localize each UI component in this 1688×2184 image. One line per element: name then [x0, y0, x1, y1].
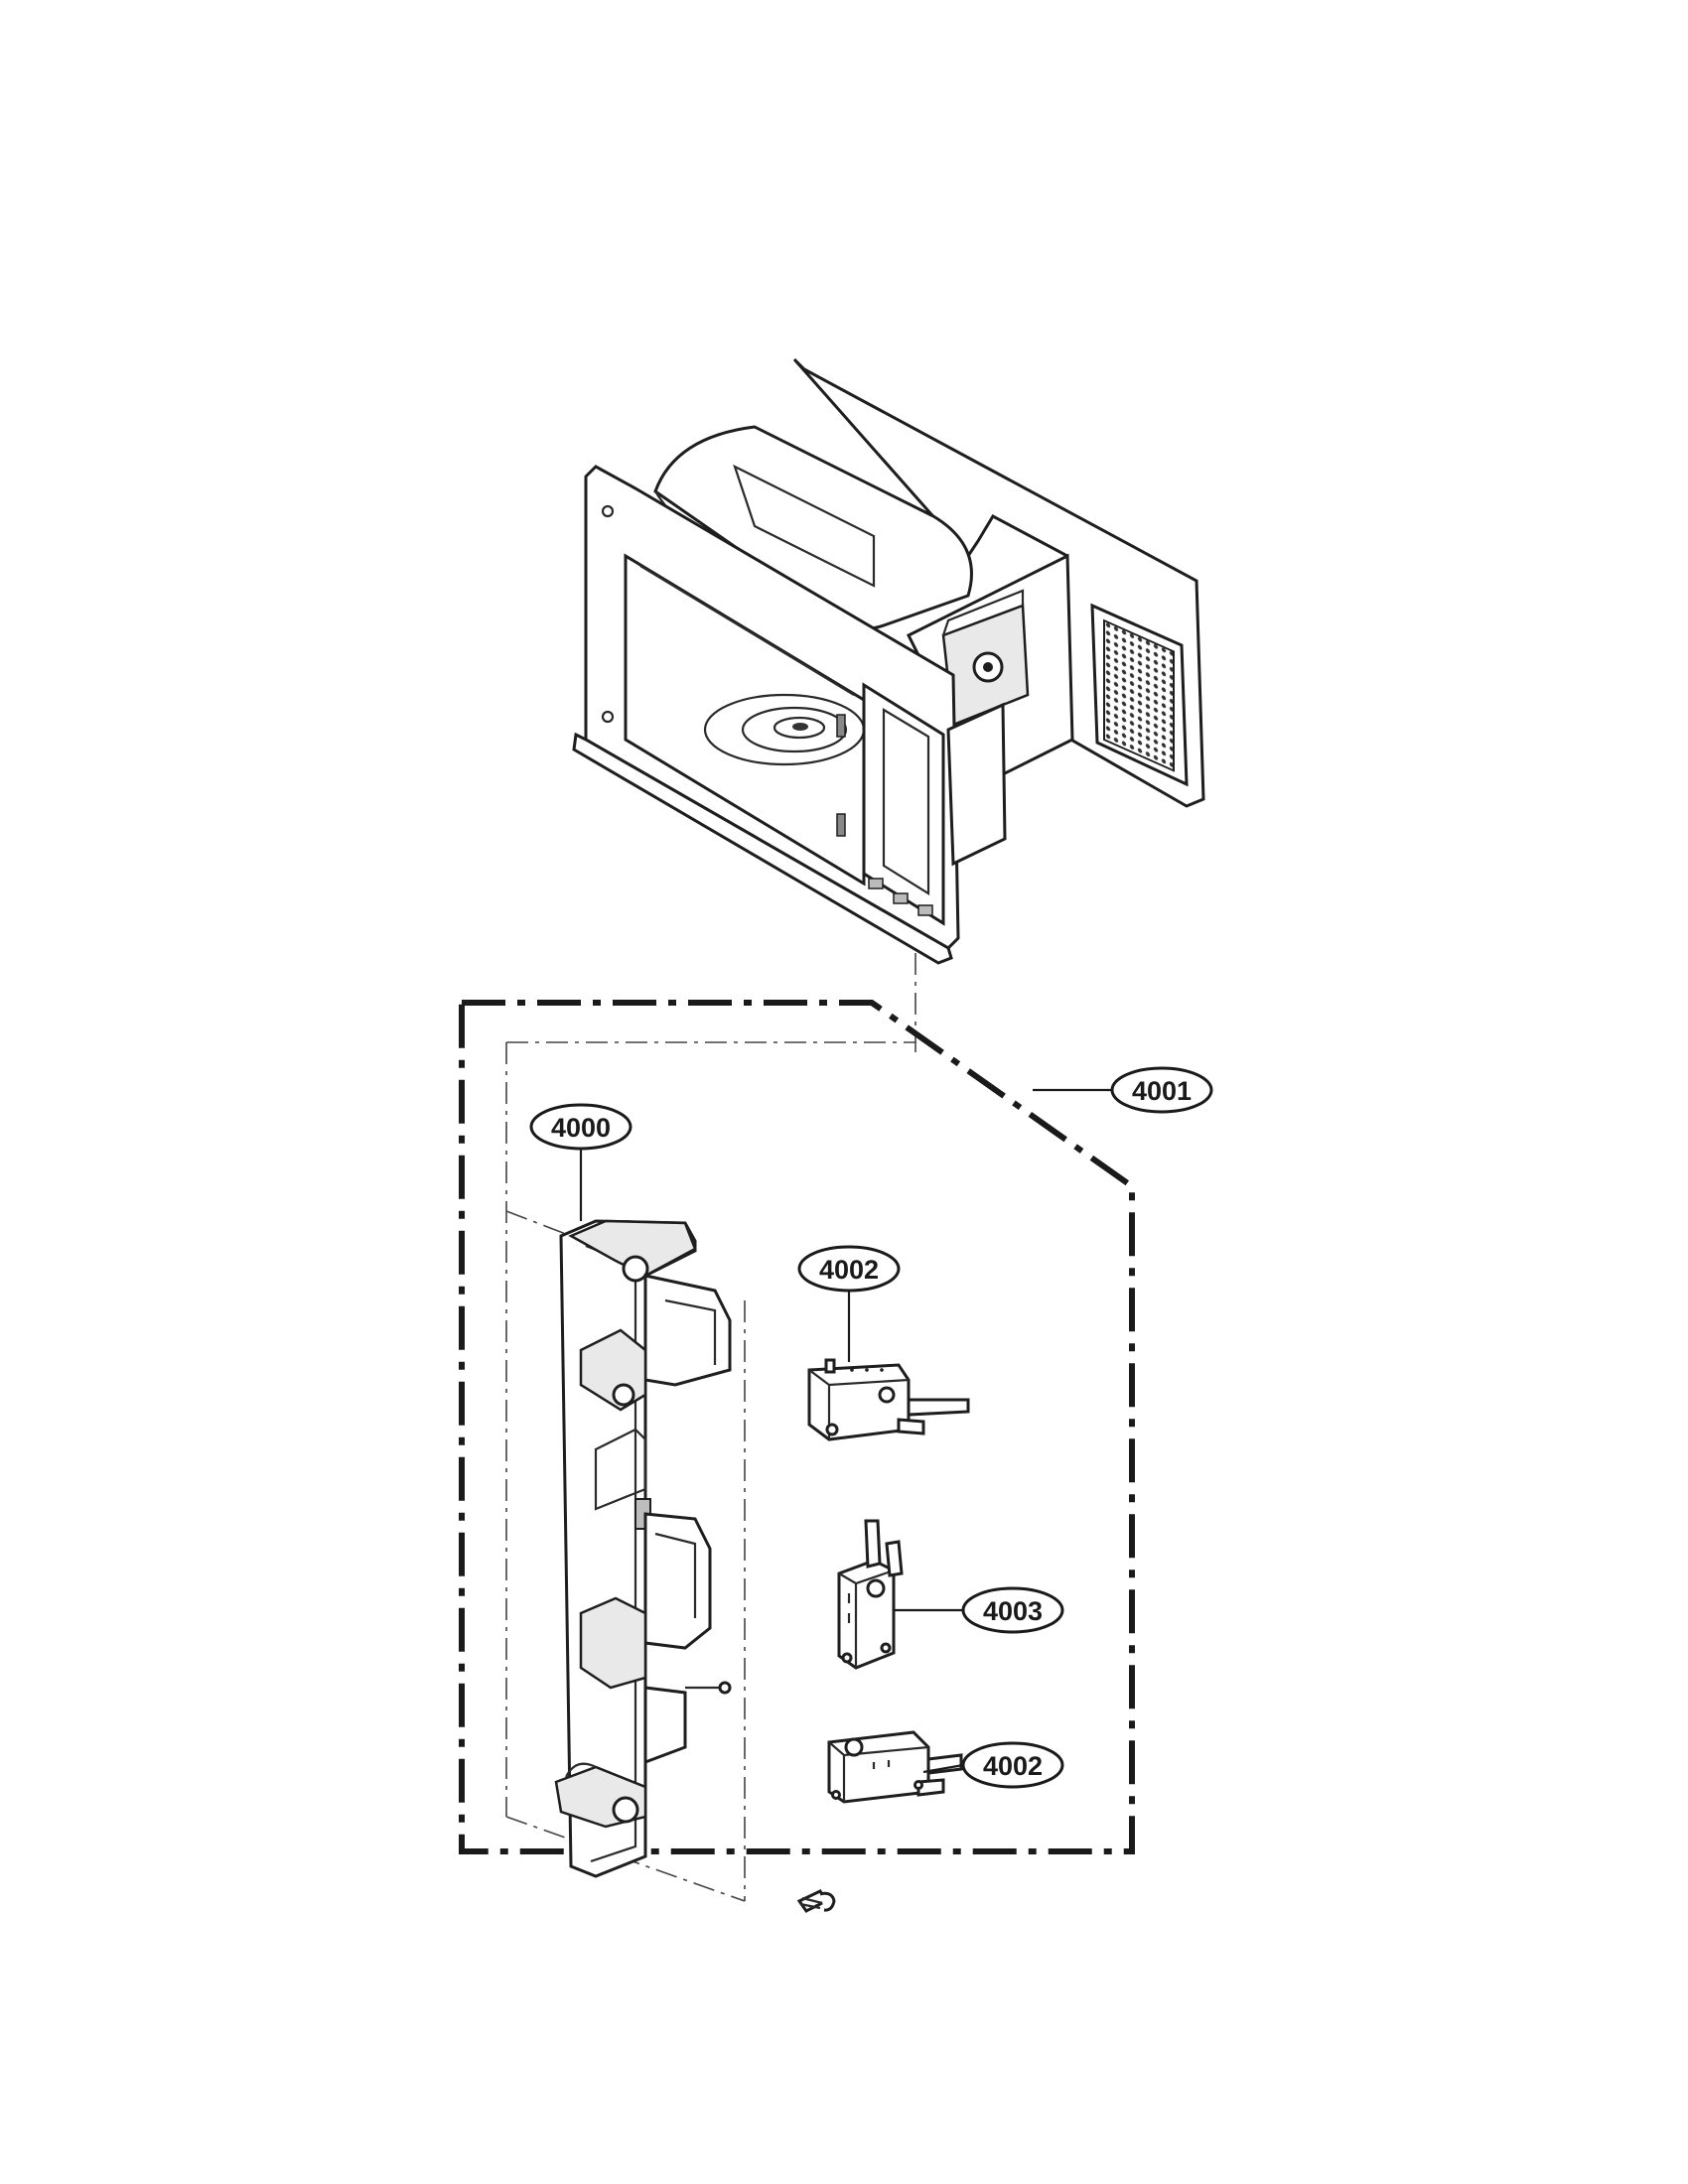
callout-4002-lower: 4002 — [922, 1741, 1064, 1789]
callout-4000: 4000 — [529, 1103, 633, 1221]
microwave-cavity-assembly — [572, 357, 1205, 965]
interlock-switch-lower — [827, 1730, 963, 1804]
callout-label-4000: 4000 — [551, 1113, 611, 1143]
kit-boundary-4001 — [459, 1000, 1135, 1854]
callout-label-4002-upper: 4002 — [819, 1255, 879, 1285]
callout-label-4001: 4001 — [1132, 1076, 1192, 1106]
callout-4001: 4001 — [1033, 1066, 1213, 1114]
callout-4002-upper: 4002 — [797, 1245, 901, 1362]
callout-label-4003: 4003 — [983, 1596, 1043, 1626]
monitor-switch — [837, 1519, 904, 1670]
latch-board — [554, 1219, 732, 1878]
screw — [796, 1889, 836, 1913]
callout-4003: 4003 — [894, 1586, 1064, 1634]
callout-label-4002-lower: 4002 — [983, 1751, 1043, 1781]
kit-inner-boundary — [505, 1041, 916, 1817]
interlock-switch-upper — [807, 1358, 970, 1441]
